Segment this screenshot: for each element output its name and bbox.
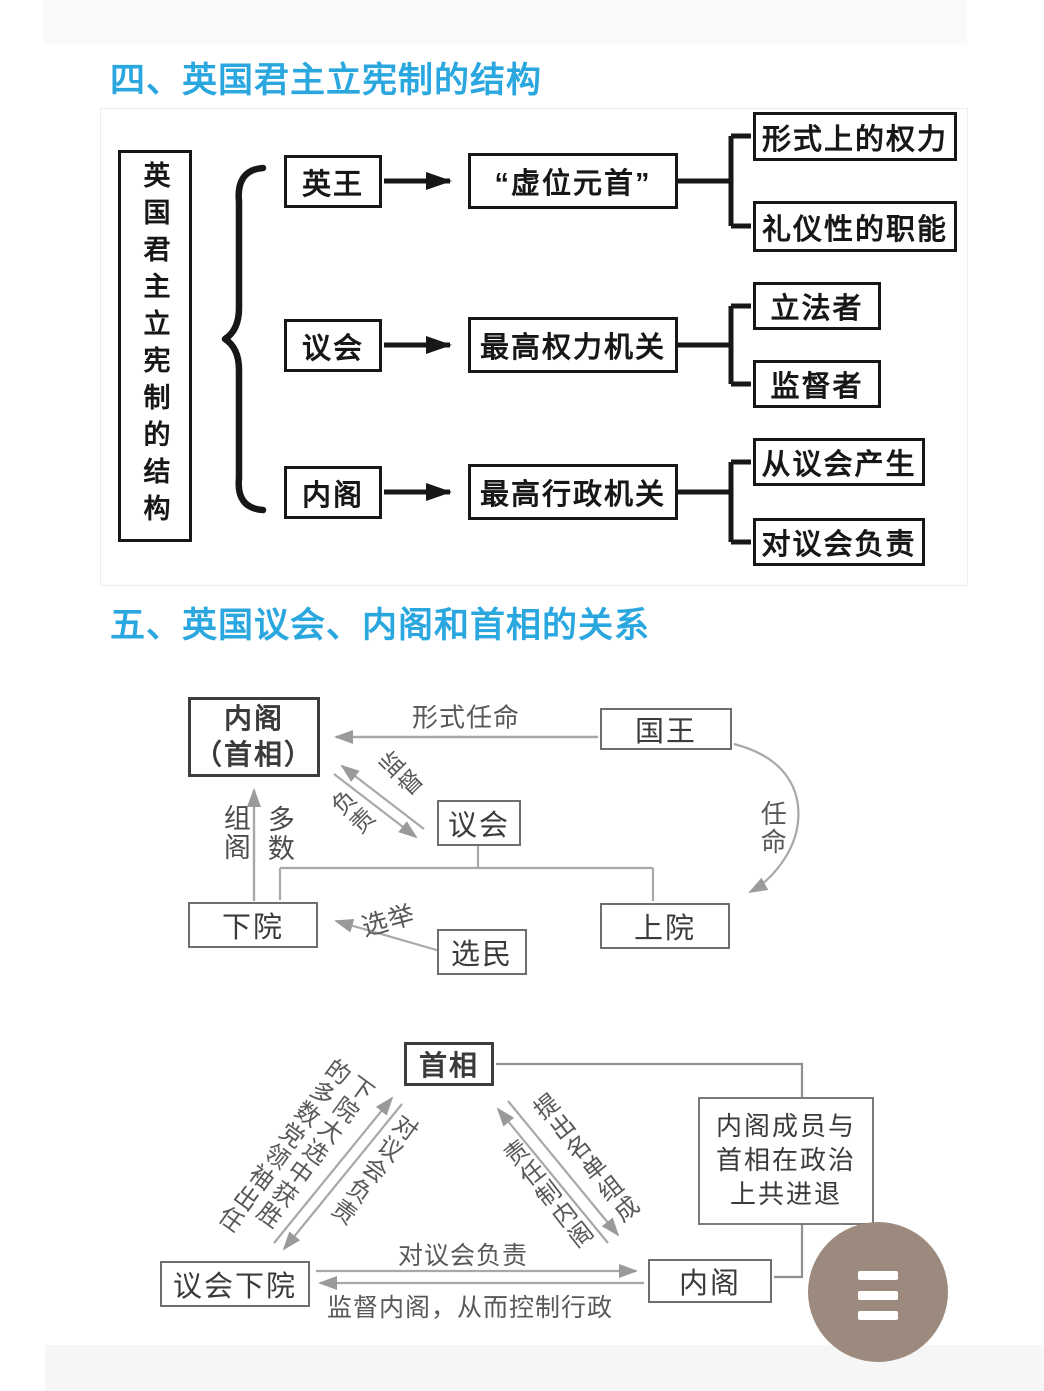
box-cabinet-2: 内阁	[648, 1259, 772, 1303]
box-upper-house: 上院	[600, 903, 730, 949]
box-ceremonial-function: 礼仪性的职能	[753, 201, 957, 252]
box-lower-house: 下院	[188, 902, 318, 948]
label-winner-leader: 下院大选中获胜 的多数党领袖出任	[210, 1051, 378, 1237]
label-supervise: 监督	[371, 747, 428, 804]
label-supervise-cabinet: 监督内阁，从而控制行政	[326, 1294, 614, 1322]
box-responsible-to-parliament: 对议会负责	[753, 518, 925, 566]
box-supervisor: 监督者	[753, 360, 881, 408]
box-monarch: 国王	[600, 708, 732, 750]
box-parliament: 议会	[284, 319, 382, 372]
box-highest-executive-organ: 最高行政机关	[468, 464, 678, 520]
box-parliament-2: 议会	[437, 800, 521, 846]
label-majority: 多数	[263, 805, 294, 863]
box-structure-root: 英国君主立宪制的结构	[118, 150, 192, 542]
label-formal-appointment: 形式任命	[411, 702, 521, 733]
box-legislator: 立法者	[753, 282, 881, 330]
box-cabinet-pm-note: 内阁成员与 首相在政治 上共进退	[698, 1097, 874, 1225]
box-formal-power: 形式上的权力	[753, 112, 957, 161]
box-figurehead: “虚位元首”	[468, 153, 678, 209]
label-elect: 选举	[358, 898, 419, 942]
menu-button[interactable]	[808, 1222, 948, 1362]
box-highest-power-organ: 最高权力机关	[468, 317, 678, 373]
box-prime-minister: 首相	[404, 1042, 494, 1086]
label-form-cabinet: 组阁	[219, 804, 250, 862]
box-cabinet: 内阁	[284, 466, 382, 519]
parliament-houses-connector	[278, 846, 655, 901]
box-voters: 选民	[437, 929, 527, 975]
top-background-band	[43, 0, 967, 44]
box-commons: 议会下院	[160, 1261, 310, 1307]
box-cabinet-pm: 内阁 （首相）	[188, 697, 320, 777]
section5-title: 五、英国议会、内阁和首相的关系	[110, 606, 651, 645]
menu-icon	[858, 1271, 898, 1320]
section4-title: 四、英国君主立宪制的结构	[110, 61, 543, 100]
label-responsible: 负责	[323, 785, 380, 842]
label-responsible-bottom: 对议会负责	[397, 1242, 529, 1270]
box-from-parliament: 从议会产生	[753, 438, 925, 486]
box-king: 英王	[284, 155, 382, 208]
label-appoint: 任命	[757, 800, 788, 856]
